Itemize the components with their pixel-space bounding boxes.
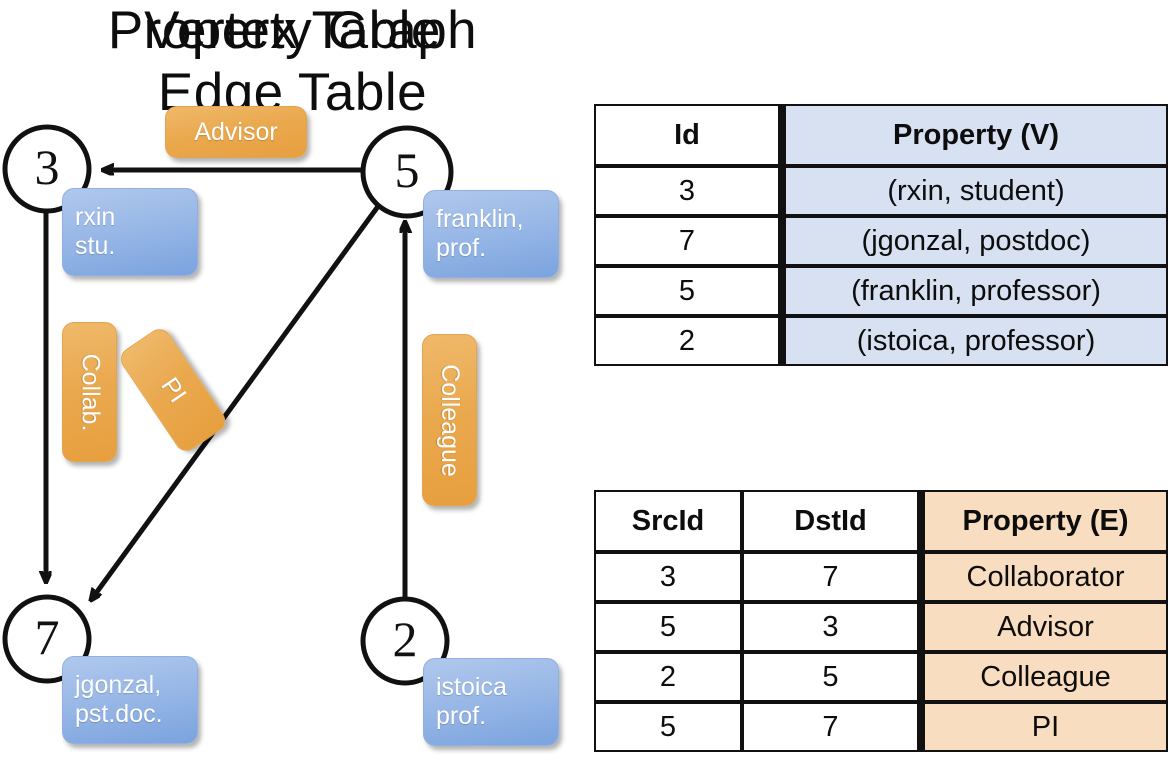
edge-row-3-src: 5 [594,702,742,752]
graph-node-2-id: 2 [392,611,418,667]
vertex-label-rxin-line1: rxin [75,203,116,231]
table-row[interactable]: 2 (istoica, professor) [594,316,1168,366]
vertex-row-3-property: (istoica, professor) [784,316,1168,366]
column-gap [919,490,923,552]
column-gap [919,652,923,702]
edge-table-header-property: Property (E) [923,490,1168,552]
vertex-row-2-id: 5 [594,266,780,316]
vertex-row-1-property: (jgonzal, postdoc) [784,216,1168,266]
edge-label-pi-text: PI [155,372,192,408]
vertex-label-jgonzal[interactable]: jgonzal, pst.doc. [62,656,198,744]
edge-label-colleague-text: Colleague [436,363,464,477]
vertex-row-0-property: (rxin, student) [784,166,1168,216]
edge-row-2-property: Colleague [923,652,1168,702]
edge-table: SrcId DstId Property (E) 3 7 Collaborato… [594,490,1168,752]
edge-table-header-srcid: SrcId [594,490,742,552]
column-gap [780,266,784,316]
graph-node-5-id: 5 [394,142,420,198]
property-graph-panel: Property Graph 3 5 7 2 rxin stu. frankli… [2,1,559,746]
edge-row-0-property: Collaborator [923,552,1168,602]
vertex-label-franklin[interactable]: franklin, prof. [423,190,559,278]
page-title-vertex-table: Vertex Table [144,1,441,60]
edge-row-1-dst: 3 [742,602,919,652]
vertex-label-jgonzal-line1: jgonzal, [75,671,162,699]
table-row[interactable]: 3 7 Collaborator [594,552,1168,602]
vertex-row-0-id: 3 [594,166,780,216]
graph-node-3-id: 3 [34,139,60,195]
vertex-table-header-property: Property (V) [784,104,1168,166]
edge-row-1-property: Advisor [923,602,1168,652]
column-gap [780,166,784,216]
table-header-row: SrcId DstId Property (E) [594,490,1168,552]
vertex-row-1-id: 7 [594,216,780,266]
column-gap [780,216,784,266]
edge-table-header-dstid: DstId [742,490,919,552]
vertex-table-header-id: Id [594,104,780,166]
table-row[interactable]: 2 5 Colleague [594,652,1168,702]
edge-5-to-7 [91,203,382,600]
table-row[interactable]: 5 3 Advisor [594,602,1168,652]
table-row[interactable]: 3 (rxin, student) [594,166,1168,216]
column-gap [919,702,923,752]
vertex-row-3-id: 2 [594,316,780,366]
edge-row-3-dst: 7 [742,702,919,752]
table-row[interactable]: 5 7 PI [594,702,1168,752]
vertex-table: Id Property (V) 3 (rxin, student) 7 (jgo… [594,104,1168,366]
table-header-row: Id Property (V) [594,104,1168,166]
edge-row-1-src: 5 [594,602,742,652]
edge-label-colleague[interactable]: Colleague [422,334,477,506]
vertex-label-franklin-line2: prof. [436,234,487,262]
edge-label-collab-text: Collab. [76,353,105,431]
edge-row-2-dst: 5 [742,652,919,702]
column-gap [919,602,923,652]
vertex-label-rxin-line2: stu. [75,232,116,260]
vertex-label-franklin-line1: franklin, [436,205,524,233]
vertex-label-rxin[interactable]: rxin stu. [62,188,198,276]
column-gap [780,316,784,366]
table-row[interactable]: 5 (franklin, professor) [594,266,1168,316]
vertex-label-jgonzal-line2: pst.doc. [75,700,163,728]
edge-label-collab[interactable]: Collab. [62,322,117,462]
vertex-row-2-property: (franklin, professor) [784,266,1168,316]
page-title-property-graph: Property Graph [107,1,478,60]
table-row[interactable]: 7 (jgonzal, postdoc) [594,216,1168,266]
edge-label-advisor-text: Advisor [194,117,278,146]
vertex-label-istoica-line1: istoica [436,673,507,701]
graph-node-7-id: 7 [34,609,60,665]
edge-row-0-src: 3 [594,552,742,602]
edge-row-3-property: PI [923,702,1168,752]
edge-row-0-dst: 7 [742,552,919,602]
edge-row-2-src: 2 [594,652,742,702]
vertex-label-istoica-line2: prof. [436,702,487,730]
column-gap [919,552,923,602]
column-gap [780,104,784,166]
vertex-label-istoica[interactable]: istoica prof. [423,658,559,746]
edge-label-advisor[interactable]: Advisor [165,106,307,158]
